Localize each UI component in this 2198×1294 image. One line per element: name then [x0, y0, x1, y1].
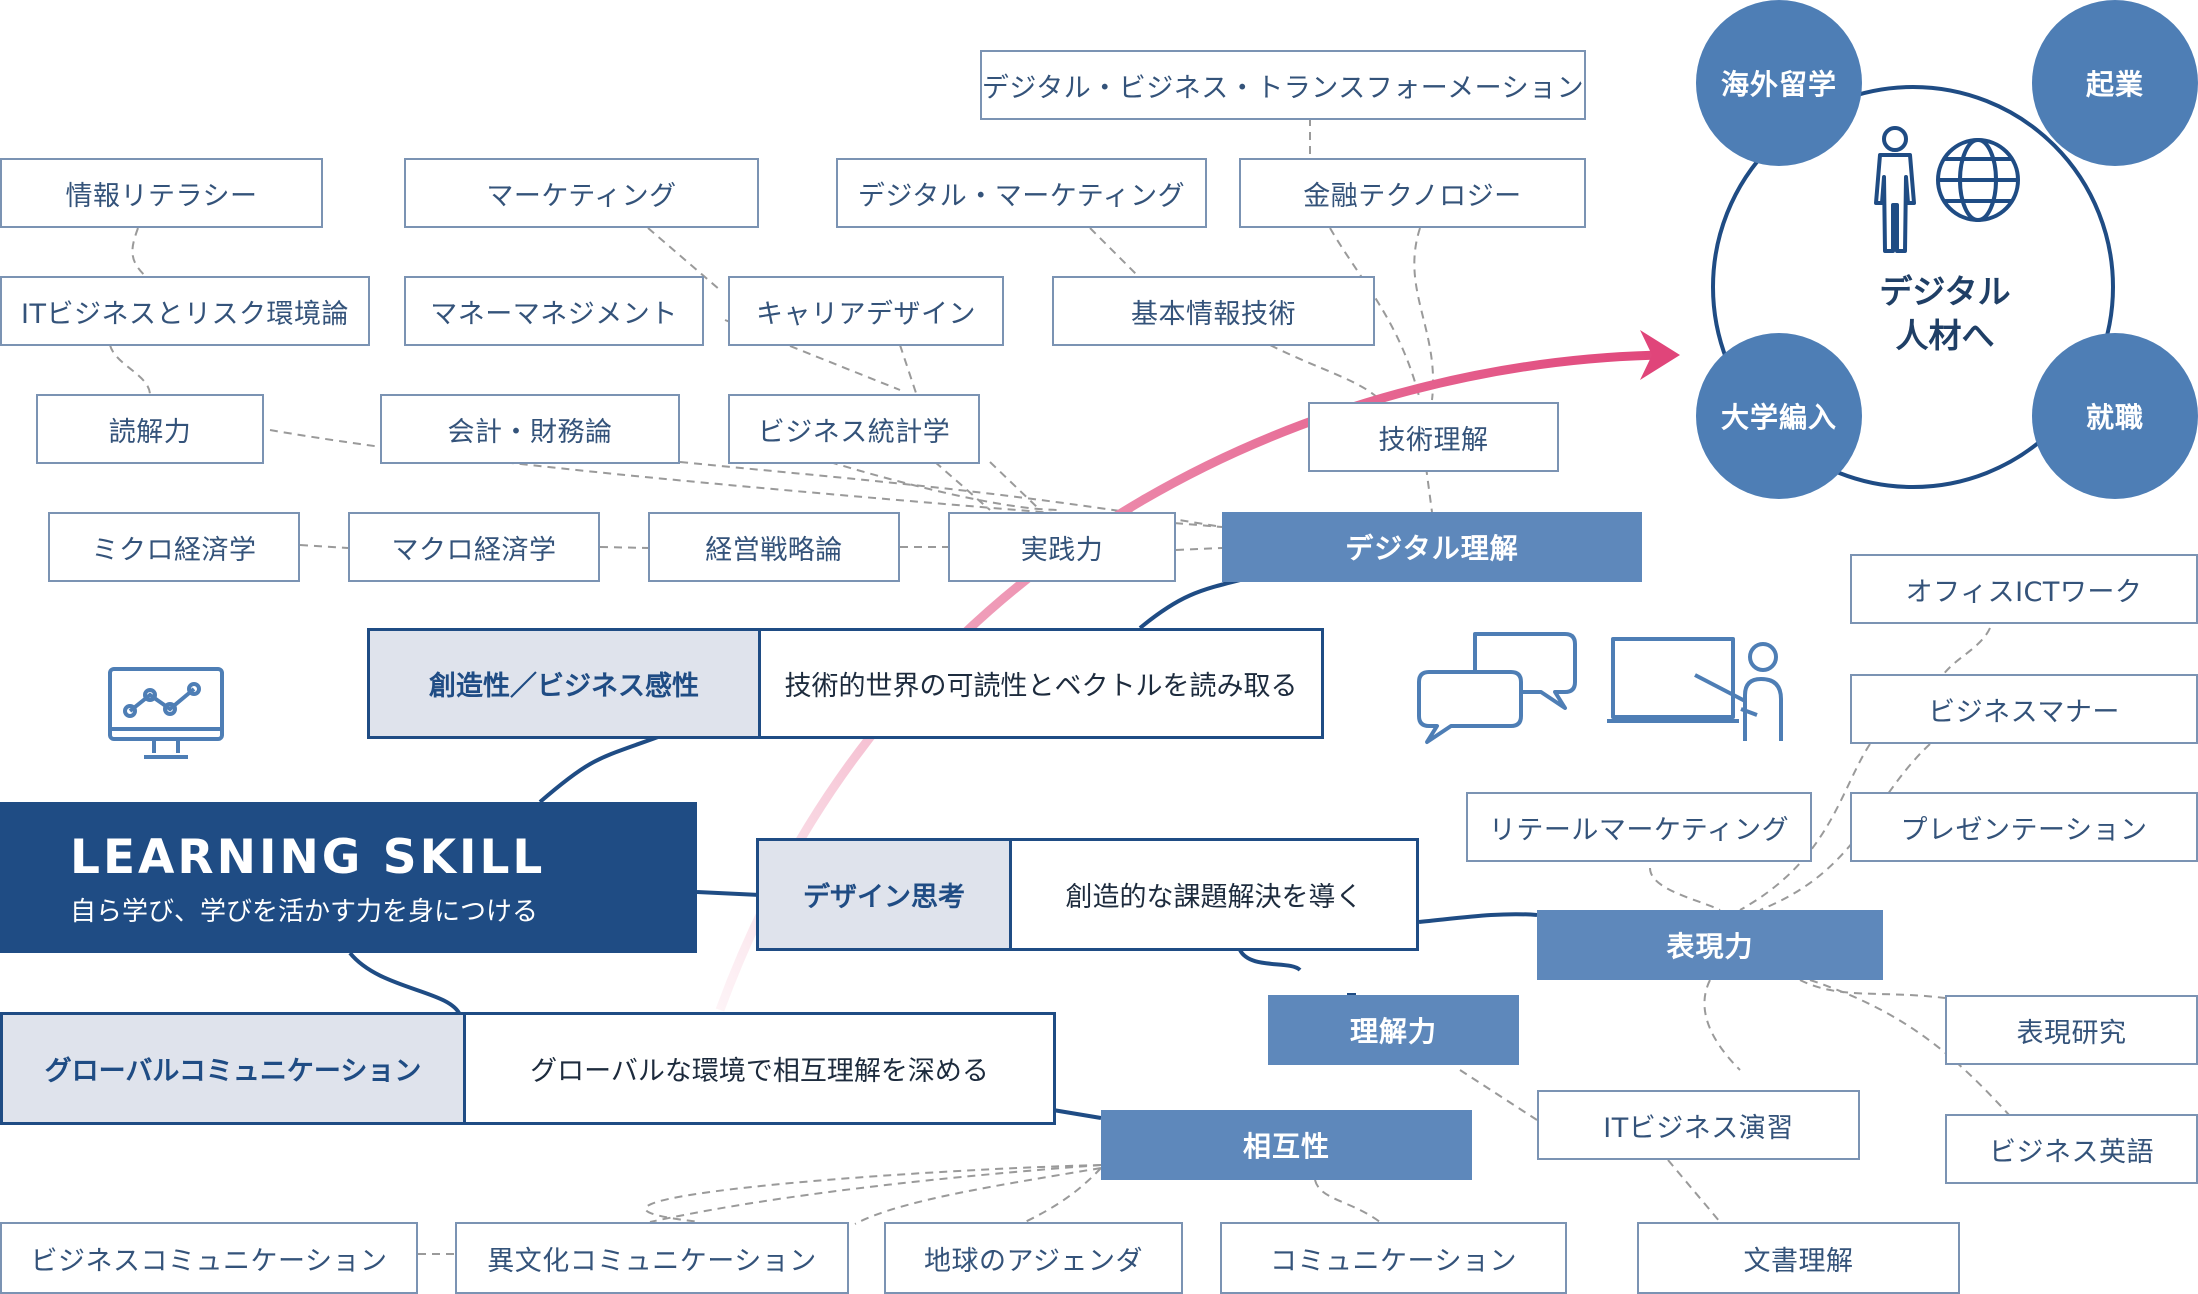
person-icon	[1874, 126, 1916, 253]
node-practice: 実践力	[948, 512, 1176, 582]
node-retail-marketing: リテールマーケティング	[1466, 792, 1812, 862]
goal-startup: 起業	[2032, 0, 2198, 166]
node-biz-manner: ビジネスマナー	[1850, 674, 2198, 744]
node-intercultural: 異文化コミュニケーション	[455, 1222, 849, 1294]
node-office-ict: オフィスICTワーク	[1850, 554, 2198, 624]
node-money-mgmt: マネーマネジメント	[404, 276, 704, 346]
pair-global-comm: グローバルコミュニケーション グローバルな環境で相互理解を深める	[0, 1012, 1056, 1125]
node-macro: マクロ経済学	[348, 512, 600, 582]
node-biz-stats: ビジネス統計学	[728, 394, 980, 464]
chat-bubbles-icon	[1417, 632, 1577, 744]
node-tech-understanding: 技術理解	[1308, 402, 1559, 472]
hub-expression: 表現力	[1537, 910, 1883, 980]
goal-center-line2: 人材へ	[1895, 316, 1995, 355]
learning-skill-title: LEARNING SKILL	[70, 830, 546, 885]
node-communication: コミュニケーション	[1220, 1222, 1567, 1294]
goal-center-label: デジタル 人材へ	[1840, 270, 2050, 358]
pair-creativity-key: 創造性／ビジネス感性	[370, 631, 761, 736]
node-digital-marketing: デジタル・マーケティング	[836, 158, 1207, 228]
node-it-biz-practice: ITビジネス演習	[1537, 1090, 1860, 1160]
learning-skill-subtitle: 自ら学び、学びを活かす力を身につける	[70, 897, 539, 927]
node-doc-understanding: 文書理解	[1637, 1222, 1960, 1294]
node-it-risk: ITビジネスとリスク環境論	[0, 276, 370, 346]
hub-understanding: 理解力	[1268, 995, 1519, 1065]
node-basic-info: 基本情報技術	[1052, 276, 1375, 346]
node-presentation: プレゼンテーション	[1850, 792, 2198, 862]
node-global-agenda: 地球のアジェンダ	[884, 1222, 1183, 1294]
pair-design-thinking-value: 創造的な課題解決を導く	[1065, 882, 1363, 913]
goal-center-line1: デジタル	[1879, 272, 2011, 311]
pair-creativity-value: 技術的世界の可読性とベクトルを読み取る	[784, 671, 1298, 702]
pair-global-comm-value: グローバルな環境で相互理解を深める	[530, 1056, 989, 1087]
goal-employment: 就職	[2032, 333, 2198, 499]
hub-mutual: 相互性	[1101, 1110, 1472, 1180]
node-career-design: キャリアデザイン	[728, 276, 1004, 346]
pair-design-thinking-key: デザイン思考	[759, 841, 1012, 948]
node-micro: ミクロ経済学	[48, 512, 300, 582]
goal-study-abroad: 海外留学	[1696, 0, 1862, 166]
pair-global-comm-key: グローバルコミュニケーション	[3, 1015, 466, 1122]
teacher-board-icon	[1607, 637, 1783, 741]
node-fintech: 金融テクノロジー	[1239, 158, 1586, 228]
node-accounting: 会計・財務論	[380, 394, 680, 464]
goal-transfer: 大学編入	[1696, 333, 1862, 499]
node-biz-comm: ビジネスコミュニケーション	[0, 1222, 418, 1294]
globe-icon	[1936, 138, 2020, 222]
monitor-chart-icon	[108, 667, 224, 759]
pair-creativity: 創造性／ビジネス感性 技術的世界の可読性とベクトルを読み取る	[367, 628, 1324, 739]
node-expression-research: 表現研究	[1945, 995, 2198, 1065]
pair-design-thinking: デザイン思考 創造的な課題解決を導く	[756, 838, 1419, 951]
node-reading: 読解力	[36, 394, 264, 464]
node-marketing: マーケティング	[404, 158, 759, 228]
node-strategy: 経営戦略論	[648, 512, 900, 582]
node-biz-english: ビジネス英語	[1945, 1114, 2198, 1184]
hub-digital-understanding: デジタル理解	[1222, 512, 1642, 582]
node-dx: デジタル・ビジネス・トランスフォーメーション	[980, 50, 1586, 120]
learning-skill-panel: LEARNING SKILL 自ら学び、学びを活かす力を身につける	[0, 802, 697, 953]
node-info-literacy: 情報リテラシー	[0, 158, 323, 228]
